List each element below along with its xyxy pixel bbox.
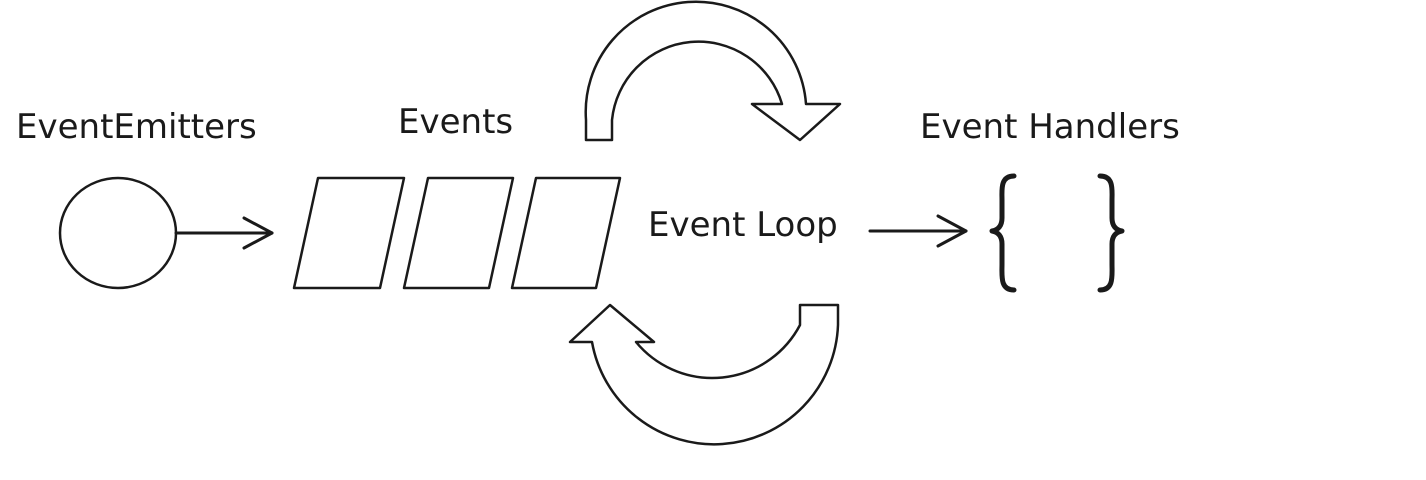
right-brace-icon — [1097, 173, 1125, 293]
event-box — [292, 176, 406, 290]
emitter-circle — [58, 176, 178, 290]
emitters-label: EventEmitters — [16, 107, 257, 147]
loop-arrow-top-icon — [584, 0, 842, 142]
emitter-to-events-arrow — [174, 216, 274, 250]
left-brace-icon — [989, 173, 1017, 293]
loop-to-handlers-arrow — [868, 214, 968, 248]
event-box — [510, 176, 622, 290]
handlers-label: Event Handlers — [920, 107, 1180, 147]
loop-label: Event Loop — [648, 205, 838, 245]
loop-arrow-bottom-icon — [568, 303, 840, 446]
events-label: Events — [398, 102, 513, 142]
event-box — [402, 176, 515, 290]
